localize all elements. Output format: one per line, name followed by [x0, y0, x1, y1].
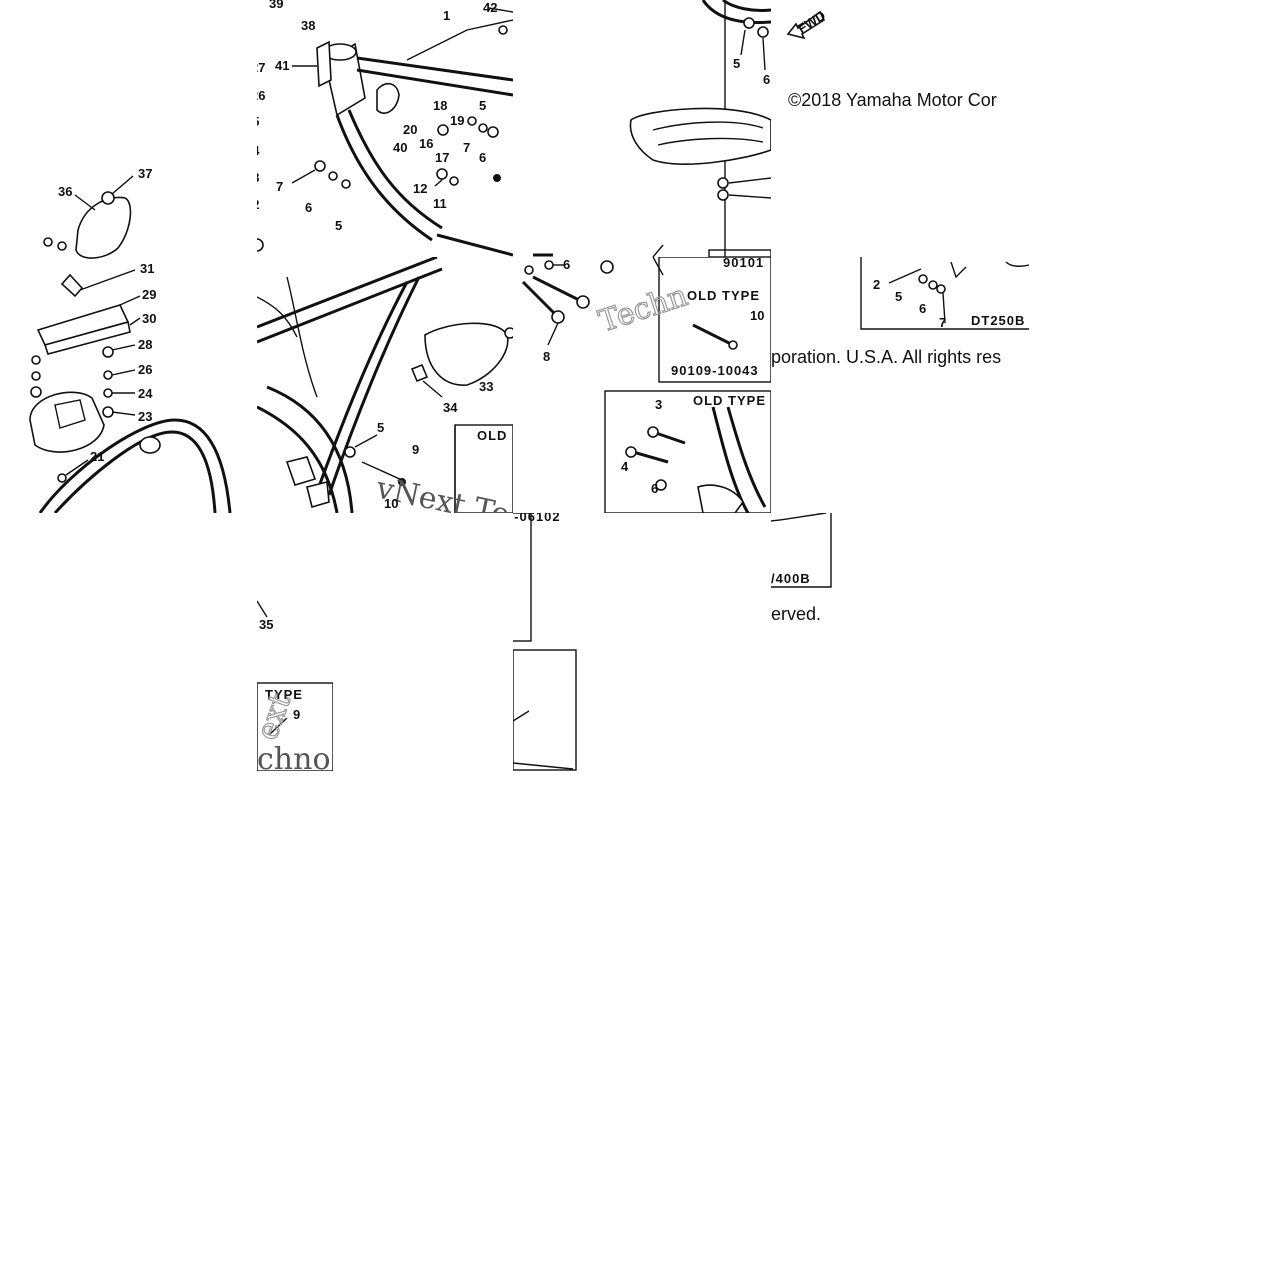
callout-10b: 10: [750, 308, 764, 323]
fwd-label: FWD: [795, 8, 828, 36]
callout-9: 9: [412, 442, 419, 457]
callout-25: 25: [257, 114, 259, 129]
watermark-text-4: chno: [257, 742, 331, 771]
callout-3: 3: [655, 397, 662, 412]
diagram-tile-right-fragment: /400B: [771, 513, 833, 590]
callout-7c: 7: [939, 315, 946, 330]
type-label-small: TYPE: [265, 687, 303, 702]
model-code-1: DT250B: [971, 313, 1025, 328]
callout-19: 19: [450, 113, 464, 128]
callout-27: 27: [257, 60, 265, 75]
callout-4: 4: [621, 459, 629, 474]
callout-23b: 23: [257, 170, 259, 185]
callout-39: 39: [269, 0, 283, 11]
callout-6: 6: [305, 200, 312, 215]
callout-26: 26: [138, 362, 152, 377]
callout-21: 21: [90, 449, 104, 464]
callout-29: 29: [142, 287, 156, 302]
callout-2: 2: [873, 277, 880, 292]
diagram-tile-skid-plate: 5 6: [513, 0, 771, 257]
callout-23: 23: [138, 409, 152, 424]
callout-41: 41: [275, 58, 289, 73]
callout-11: 11: [433, 196, 447, 211]
callout-10: 10: [384, 496, 398, 511]
fwd-arrow-area: FWD: [784, 0, 834, 50]
side-cover-shape: [75, 196, 132, 259]
callout-35: 35: [259, 617, 273, 632]
callout-6d: 6: [651, 481, 658, 496]
callout-5e: 5: [895, 289, 902, 304]
diagram-tile-lower-center: 90101-06102: [513, 513, 579, 771]
lower-fragment-drawing: TYPE 9 35 ext chno: [257, 600, 333, 771]
callout-1: 1: [443, 8, 450, 23]
frame-rear-drawing: vNext Te 33 34 5 9 10 OLD 13 15 14: [257, 257, 513, 513]
callout-16: 16: [419, 136, 433, 151]
diagram-tile-frame-rear: vNext Te 33 34 5 9 10 OLD 13 15 14: [257, 257, 513, 513]
callout-12: 12: [413, 181, 427, 196]
callout-9b: 9: [293, 707, 300, 722]
callout-26b: 26: [257, 88, 265, 103]
part-code-1: 90109-10043: [671, 363, 759, 378]
callout-5d: 5: [733, 56, 740, 71]
lower-center-drawing: 90101-06102: [513, 513, 577, 771]
callout-28: 28: [138, 337, 152, 352]
callout-38: 38: [301, 18, 315, 33]
callout-6b: 6: [479, 150, 486, 165]
callout-31: 31: [140, 261, 154, 276]
callout-8: 8: [543, 349, 550, 364]
diagram-tile-bolts: OLD TYPE 10 90109-10043 90101 OLD TYPE 3…: [513, 257, 771, 513]
part-code-3: 90101: [723, 257, 764, 270]
callout-6e: 6: [563, 257, 570, 272]
callout-24b: 24: [257, 143, 260, 158]
callout-33: 33: [479, 379, 493, 394]
skid-plate-drawing: 5 6: [533, 0, 771, 257]
callout-37: 37: [138, 166, 152, 181]
diagram-tile-left: 37 36 31 29 30 28 26 24 23 21: [0, 0, 257, 513]
callout-42: 42: [483, 0, 497, 15]
diagram-tile-frame-front: 39 38 1 42 41 27 26 25 24 23 22 7 6 5 18…: [257, 0, 513, 257]
callout-40: 40: [393, 140, 407, 155]
callout-5c: 5: [377, 420, 384, 435]
copyright-line-1: ©2018 Yamaha Motor Cor: [788, 90, 997, 110]
bolts-drawing: OLD TYPE 10 90109-10043 90101 OLD TYPE 3…: [521, 257, 771, 513]
right-fragment-drawing: /400B: [771, 513, 832, 588]
callout-36: 36: [58, 184, 72, 199]
callout-20: 20: [403, 122, 417, 137]
old-type-label-1: OLD TYPE: [687, 288, 760, 303]
diagram-tile-stand: 2 5 6 7 DT250B: [771, 257, 1029, 333]
callout-30: 30: [142, 311, 156, 326]
callout-24: 24: [138, 386, 153, 401]
callout-17: 17: [435, 150, 449, 165]
watermark-text-1: Techn: [595, 278, 692, 339]
fwd-arrow-icon: FWD: [786, 8, 828, 40]
part-code-2: 90101-06102: [513, 513, 561, 524]
old-type-label-2: OLD TYPE: [693, 393, 766, 408]
copyright-line-3: erved.: [771, 604, 822, 624]
copyright-line-2: poration. U.S.A. All rights res: [771, 347, 1002, 367]
callout-22: 22: [257, 197, 259, 212]
left-parts-drawing: 37 36 31 29 30 28 26 24 23 21: [29, 166, 232, 513]
callout-5b: 5: [479, 98, 486, 113]
grommet-shape: [101, 191, 115, 205]
callout-34: 34: [443, 400, 458, 415]
callout-18: 18: [433, 98, 447, 113]
callout-6c: 6: [763, 72, 770, 87]
diagram-tile-lower-fragment: TYPE 9 35 ext chno: [257, 513, 333, 771]
callout-6f: 6: [919, 301, 926, 316]
callout-7: 7: [276, 179, 283, 194]
frame-front-drawing: 39 38 1 42 41 27 26 25 24 23 22 7 6 5 18…: [257, 0, 513, 257]
stand-drawing: 2 5 6 7 DT250B: [860, 257, 1029, 330]
callout-5: 5: [335, 218, 342, 233]
callout-7b: 7: [463, 140, 470, 155]
model-code-2: /400B: [771, 571, 811, 586]
old-box-label: OLD: [477, 428, 507, 443]
